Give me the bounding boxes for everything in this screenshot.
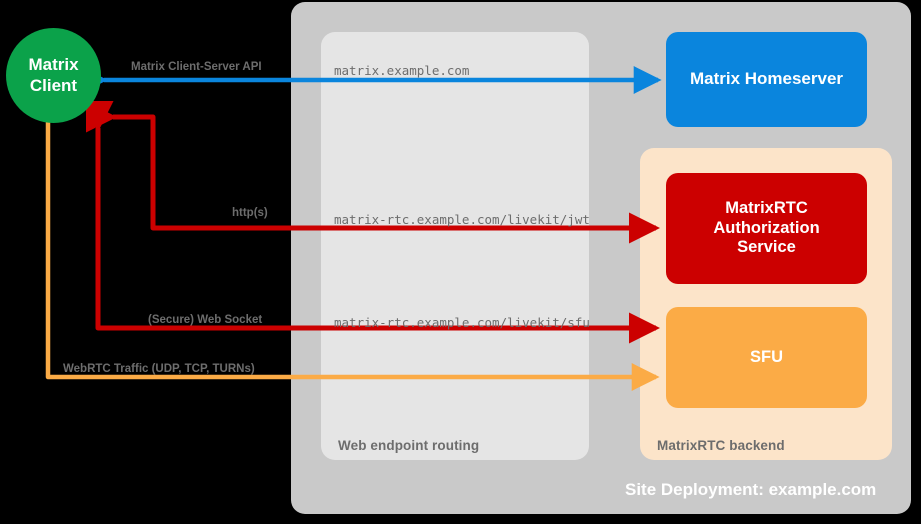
matrix-client-label-line2: Client	[29, 75, 78, 95]
caption-web-endpoint-routing: Web endpoint routing	[338, 438, 480, 453]
sfu-label: SFU	[750, 347, 783, 366]
auth-service-label-line1: MatrixRTC	[725, 199, 808, 218]
endpoint-label-homeserver: matrix.example.com	[334, 63, 470, 78]
edge-label-https: http(s)	[232, 207, 268, 219]
auth-service-label-line3: Service	[737, 238, 796, 257]
edge-label-matrix-client-server-api: Matrix Client-Server API	[131, 61, 262, 73]
node-matrix-client[interactable]: Matrix Client	[6, 28, 101, 123]
node-matrix-homeserver[interactable]: Matrix Homeserver	[666, 32, 867, 127]
edge-label-webrtc-traffic: WebRTC Traffic (UDP, TCP, TURNs)	[63, 363, 255, 375]
edge-label-secure-web-socket: (Secure) Web Socket	[148, 314, 263, 326]
matrix-homeserver-label: Matrix Homeserver	[689, 69, 844, 89]
container-web-endpoint-routing	[321, 32, 589, 460]
caption-site-deployment: Site Deployment: example.com	[625, 480, 877, 499]
caption-matrixrtc-backend: MatrixRTC backend	[657, 438, 785, 453]
endpoint-label-jwt: matrix-rtc.example.com/livekit/jwt	[334, 212, 590, 227]
endpoint-label-sfu: matrix-rtc.example.com/livekit/sfu	[334, 315, 590, 330]
node-matrixrtc-authorization-service[interactable]: MatrixRTC Authorization Service	[666, 173, 867, 284]
node-sfu[interactable]: SFU	[666, 307, 867, 408]
auth-service-label-line2: Authorization	[713, 218, 820, 237]
matrix-client-label-line1: Matrix	[28, 55, 79, 75]
